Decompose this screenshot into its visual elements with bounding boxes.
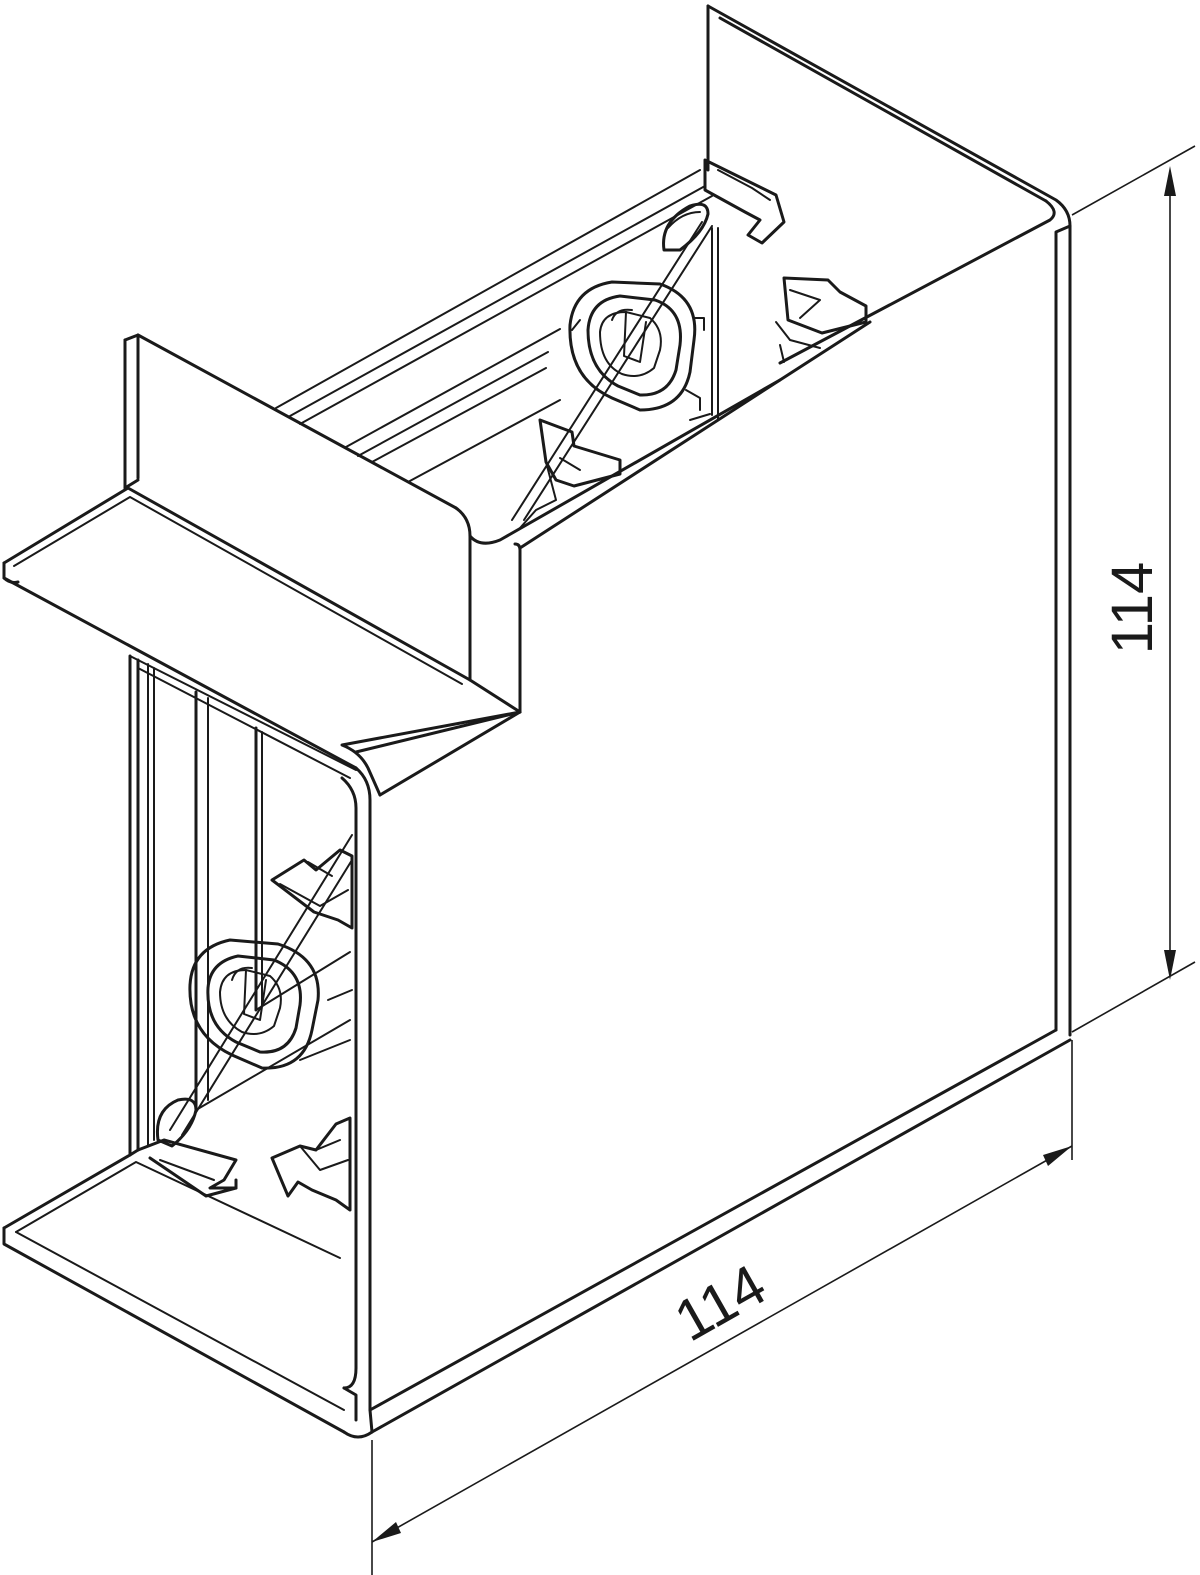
lower-channel <box>128 654 372 1390</box>
top-cable-clip <box>568 280 711 421</box>
height-dimension-label: 114 <box>1100 562 1165 654</box>
bottom-flange <box>2 1148 374 1439</box>
top-back-panel <box>706 4 1072 1037</box>
height-dimension-arrow-top <box>1164 166 1176 196</box>
width-dimension-arrow-left <box>372 1522 401 1542</box>
lower-cable-clip <box>188 938 320 1070</box>
width-dimension: 114 <box>371 1040 1073 1575</box>
width-dimension-label: 114 <box>664 1252 776 1354</box>
top-channel <box>123 158 872 682</box>
height-dimension: 114 <box>1071 145 1196 1033</box>
width-dimension-arrow-right <box>1043 1146 1072 1166</box>
right-face <box>368 378 1072 1434</box>
middle-flange <box>2 478 522 797</box>
height-dimension-arrow-bottom <box>1164 950 1176 980</box>
